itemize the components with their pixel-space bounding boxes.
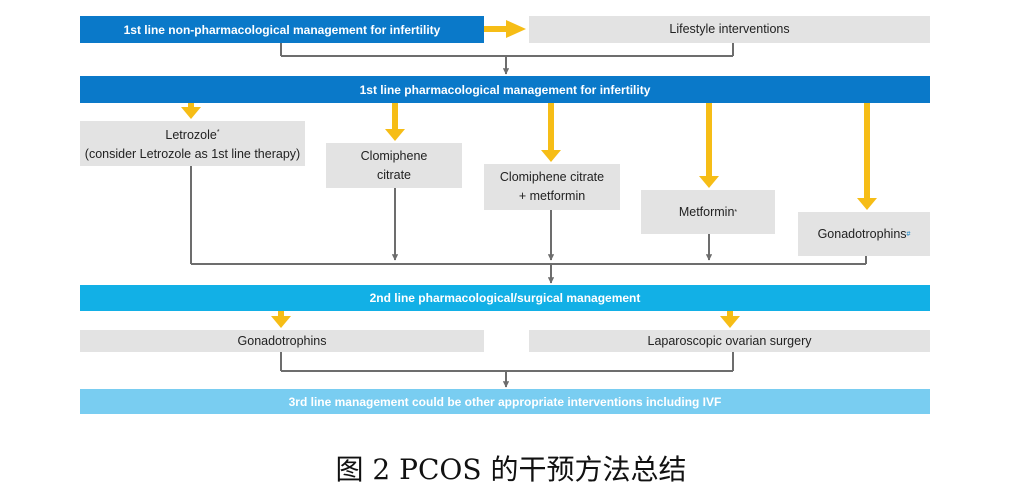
first-line-pharm-label: 1st line pharmacological management for …: [359, 82, 651, 97]
letrozole-footnote-mark: *: [216, 128, 220, 136]
metformin-footnote-mark: *: [734, 208, 738, 216]
arrows-second-line-to-options: [271, 311, 740, 328]
connector-row5-to-row6: [280, 352, 734, 388]
third-line-bar: 3rd line management could be other appro…: [80, 389, 930, 414]
first-line-nonpharm-bar: 1st line non-pharmacological management …: [80, 16, 484, 43]
clomiphene-label-line2: citrate: [376, 167, 412, 182]
connector-options-to-second-line: [190, 166, 867, 284]
lifestyle-interventions-box: Lifestyle interventions: [529, 16, 930, 43]
gonadotrophins-second-line-box: Gonadotrophins: [80, 330, 484, 352]
clomiphene-metformin-label-line2: + metformin: [518, 189, 586, 203]
letrozole-label: Letrozole: [165, 128, 217, 143]
clomiphene-metformin-box: Clomiphene citrate + metformin: [484, 164, 620, 210]
gonadotrophins-option-label: Gonadotrophins: [817, 226, 907, 241]
letrozole-note: (consider Letrozole as 1st line therapy): [84, 147, 301, 162]
clomiphene-box: Clomiphene citrate: [326, 143, 462, 188]
metformin-box: Metformin*: [641, 190, 775, 234]
gonadotrophins-footnote-mark: #: [906, 230, 911, 238]
arrow-to-lifestyle: [484, 20, 526, 38]
clomiphene-metformin-label-line1: Clomiphene citrate: [499, 170, 605, 184]
letrozole-box: Letrozole* (consider Letrozole as 1st li…: [80, 121, 305, 166]
laparoscopic-surgery-label: Laparoscopic ovarian surgery: [647, 333, 812, 348]
first-line-pharm-bar: 1st line pharmacological management for …: [80, 76, 930, 103]
third-line-label: 3rd line management could be other appro…: [288, 394, 722, 409]
lifestyle-interventions-label: Lifestyle interventions: [669, 22, 790, 36]
second-line-label: 2nd line pharmacological/surgical manage…: [369, 291, 641, 305]
second-line-bar: 2nd line pharmacological/surgical manage…: [80, 285, 930, 311]
arrows-pharm-to-options: [181, 103, 877, 210]
clomiphene-label-line1: Clomiphene: [360, 148, 428, 163]
laparoscopic-surgery-box: Laparoscopic ovarian surgery: [529, 330, 930, 352]
figure-caption: 图 2 PCOS 的干预方法总结: [335, 453, 687, 486]
gonadotrophins-option-box: Gonadotrophins#: [798, 212, 930, 256]
first-line-nonpharm-label: 1st line non-pharmacological management …: [123, 22, 441, 37]
connector-row1-to-row2: [280, 43, 734, 75]
metformin-label: Metformin: [678, 204, 735, 219]
gonadotrophins-second-line-label: Gonadotrophins: [237, 333, 327, 348]
